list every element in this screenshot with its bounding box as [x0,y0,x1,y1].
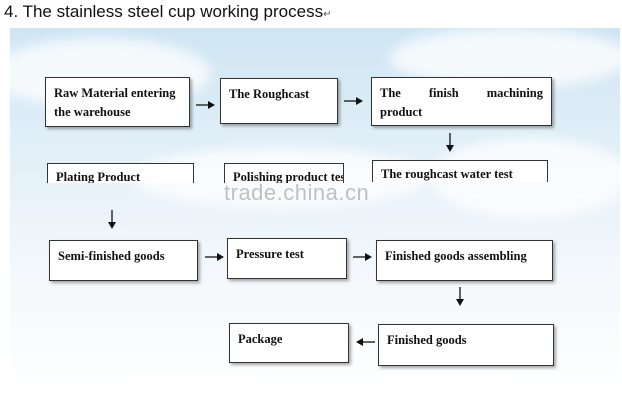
watermark: trade.china.cn [224,180,370,205]
box-polishing-label: Polishing product test [233,170,344,183]
box-finished-assembling: Finished goods assembling [376,240,553,281]
box-roughcast-label: The Roughcast [229,87,310,101]
arrow-raw-to-roughcast [196,101,215,109]
arrow-pressure-to-assembling [353,253,372,261]
box-finish-machining-line2: product [380,105,423,119]
arrow-assembling-to-finished [456,287,464,306]
page-title: 4. The stainless steel cup working proce… [4,2,332,21]
box-roughcast: The Roughcast [220,78,338,124]
box-polishing: Polishing product test [224,163,344,183]
arrow-semifinished-to-pressure [205,253,224,261]
box-plating-product: Plating Product [47,163,194,183]
box-semi-finished: Semi-finished goods [49,240,198,281]
box-finished-goods: Finished goods [378,324,554,366]
return-mark-icon: ↵ [323,9,332,20]
box-raw-material-line2: the warehouse [54,105,131,119]
box-finished-assembling-label: Finished goods assembling [385,249,527,263]
box-roughcast-water-test-label: The roughcast water test [381,167,513,181]
arrow-plating-to-semifinished [108,210,116,229]
box-pressure-test: Pressure test [227,238,347,279]
box-raw-material: Raw Material entering the warehouse [45,77,190,127]
box-raw-material-line1: Raw Material entering [54,86,176,100]
box-semi-finished-label: Semi-finished goods [58,249,165,263]
arrow-finish-to-watertest [446,133,454,152]
box-finish-machining: The finish machining product [371,77,552,126]
box-plating-product-label: Plating Product [56,170,141,183]
box-roughcast-water-test: The roughcast water test [372,160,548,182]
box-finish-machining-line1: The finish machining [380,86,543,100]
box-pressure-test-label: Pressure test [236,247,304,261]
box-package-label: Package [238,332,283,346]
box-package: Package [229,323,349,363]
arrow-finished-to-package [356,338,375,346]
arrow-roughcast-to-finish [344,97,363,105]
box-finished-goods-label: Finished goods [387,333,467,347]
